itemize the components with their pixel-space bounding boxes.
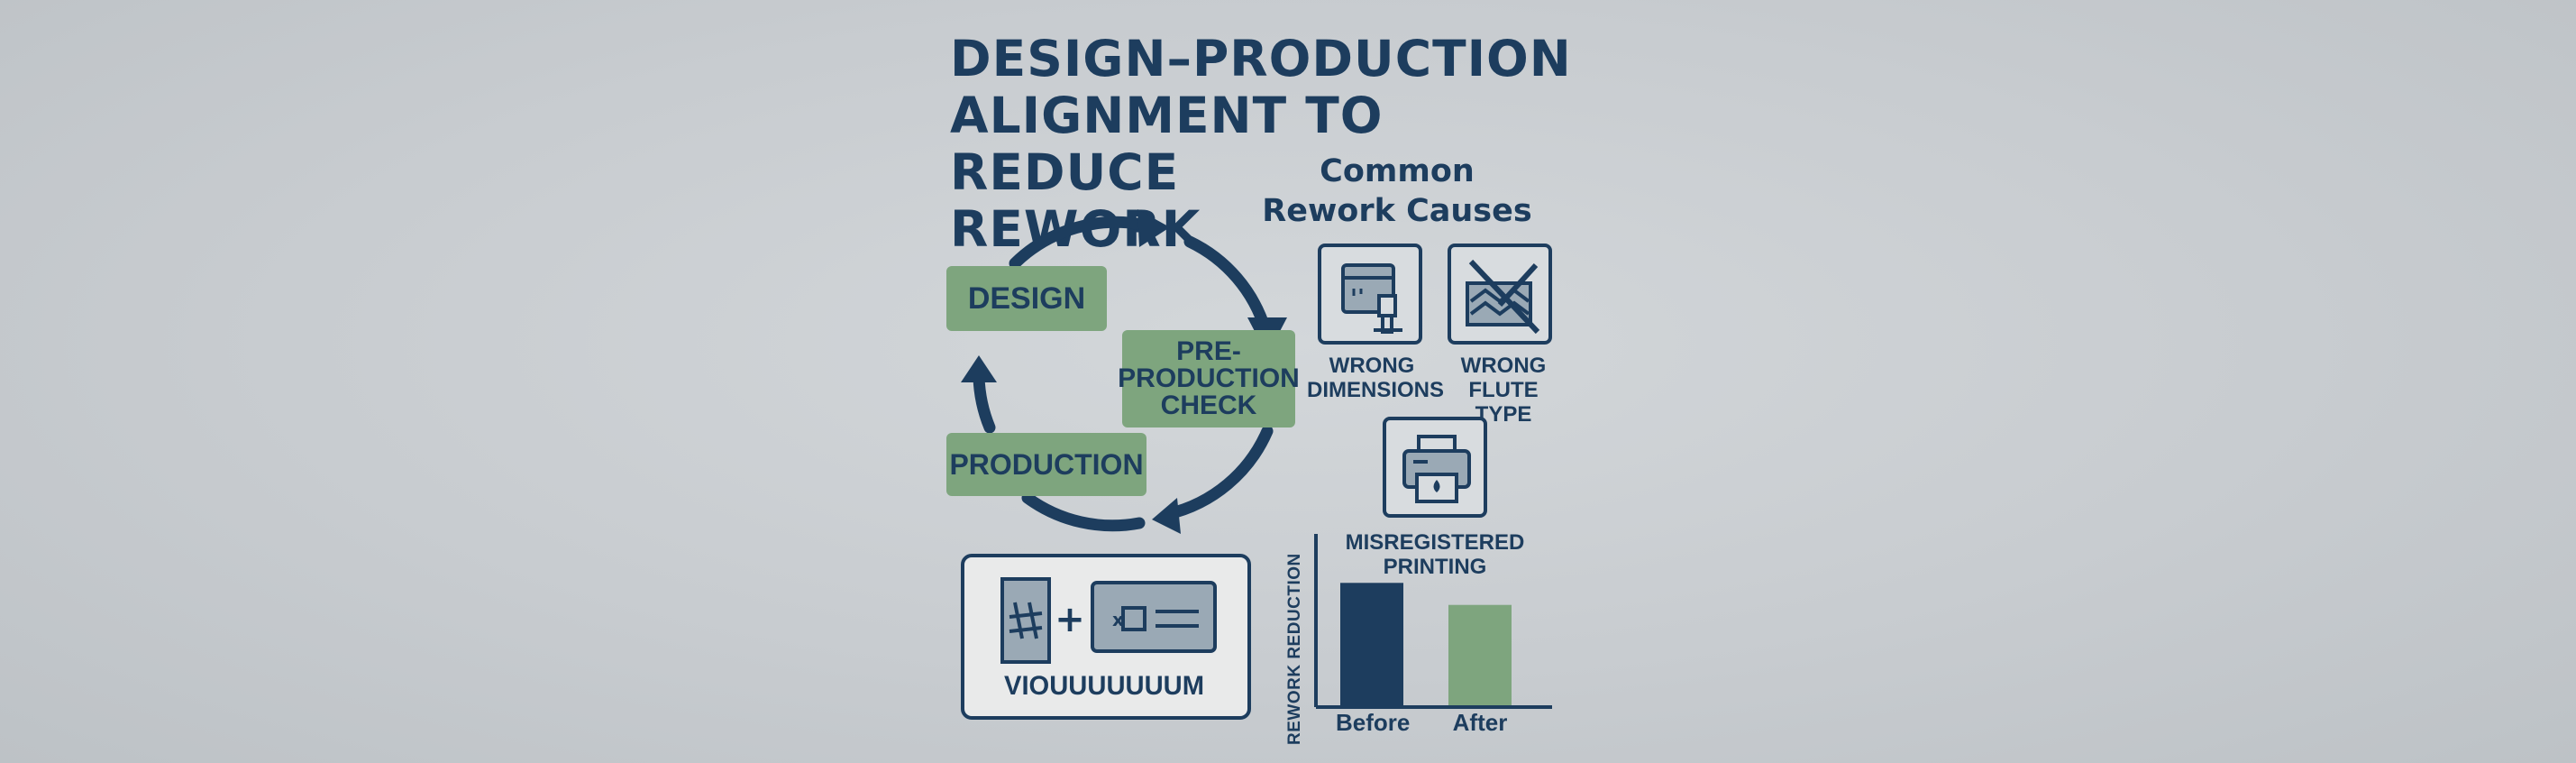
stage-production-label: PRODUCTION [949,447,1144,481]
dieline-sheet-icon [1000,577,1051,664]
flute-crossed-icon [1466,259,1540,335]
cause-label-flute: WRONG FLUTE TYPE [1440,354,1567,427]
chart-y-axis-label: REWORK REDUCTION [1285,553,1304,745]
causes-heading-line-2: Rework Causes [1262,193,1532,229]
cause-tile-printing [1383,417,1487,518]
chart-x-label: After [1452,709,1508,736]
printer-icon [1402,435,1471,503]
cause-label-printing: MISREGISTERED PRINTING [1334,530,1536,579]
spec-panel-icon: x [1091,581,1217,653]
title-line-1: DESIGN–PRODUCTION [950,30,1572,87]
cycle-arc-right [1183,235,1272,336]
cause-tile-dimensions [1318,244,1422,345]
causes-heading: Common Rework Causes [1262,152,1532,231]
cause-3-line-2: PRINTING [1383,555,1487,579]
stage-design-label: DESIGN [967,280,1086,316]
chart-x-label: Before [1336,709,1411,736]
arrowhead-left [961,355,997,382]
cause-tile-flute [1448,244,1552,345]
arrowhead-bottom [1152,498,1181,534]
page-title: DESIGN–PRODUCTION ALIGNMENT TO REDUCE RE… [950,31,1581,258]
stage-pre-production-check: PRE- PRODUCTION CHECK [1118,330,1300,427]
cause-3-line-1: MISREGISTERED [1345,530,1525,555]
spec-card-caption: VIOUUUUUUUM [1004,671,1204,701]
chart-bar-before [1340,583,1403,705]
stage-design: DESIGN [946,266,1107,331]
stage-check-label-1: PRE- [1176,336,1241,366]
cause-1-line-1: WRONG [1329,354,1415,378]
causes-heading-line-1: Common [1320,153,1475,189]
cause-1-line-2: DIMENSIONS [1307,378,1445,402]
cycle-arc-bottom-right [1162,425,1274,520]
cycle-arc-top [1009,216,1153,270]
cause-label-dimensions: WRONG DIMENSIONS [1307,354,1445,402]
stage-check-label-3: CHECK [1160,391,1257,420]
stage-production: PRODUCTION [946,433,1146,496]
title-line-2: ALIGNMENT TO REDUCE [950,87,1384,201]
svg-text:x: x [1112,609,1124,630]
arrowhead-top [1137,209,1170,247]
cycle-arc-bottom [1021,492,1146,532]
cause-2-line-1: WRONG [1460,354,1547,378]
stage-check-label-2: PRODUCTION [1118,363,1300,393]
chart-bar-after [1448,604,1512,705]
plus-sign: + [1055,599,1085,640]
dimension-gauge-icon [1341,263,1402,334]
